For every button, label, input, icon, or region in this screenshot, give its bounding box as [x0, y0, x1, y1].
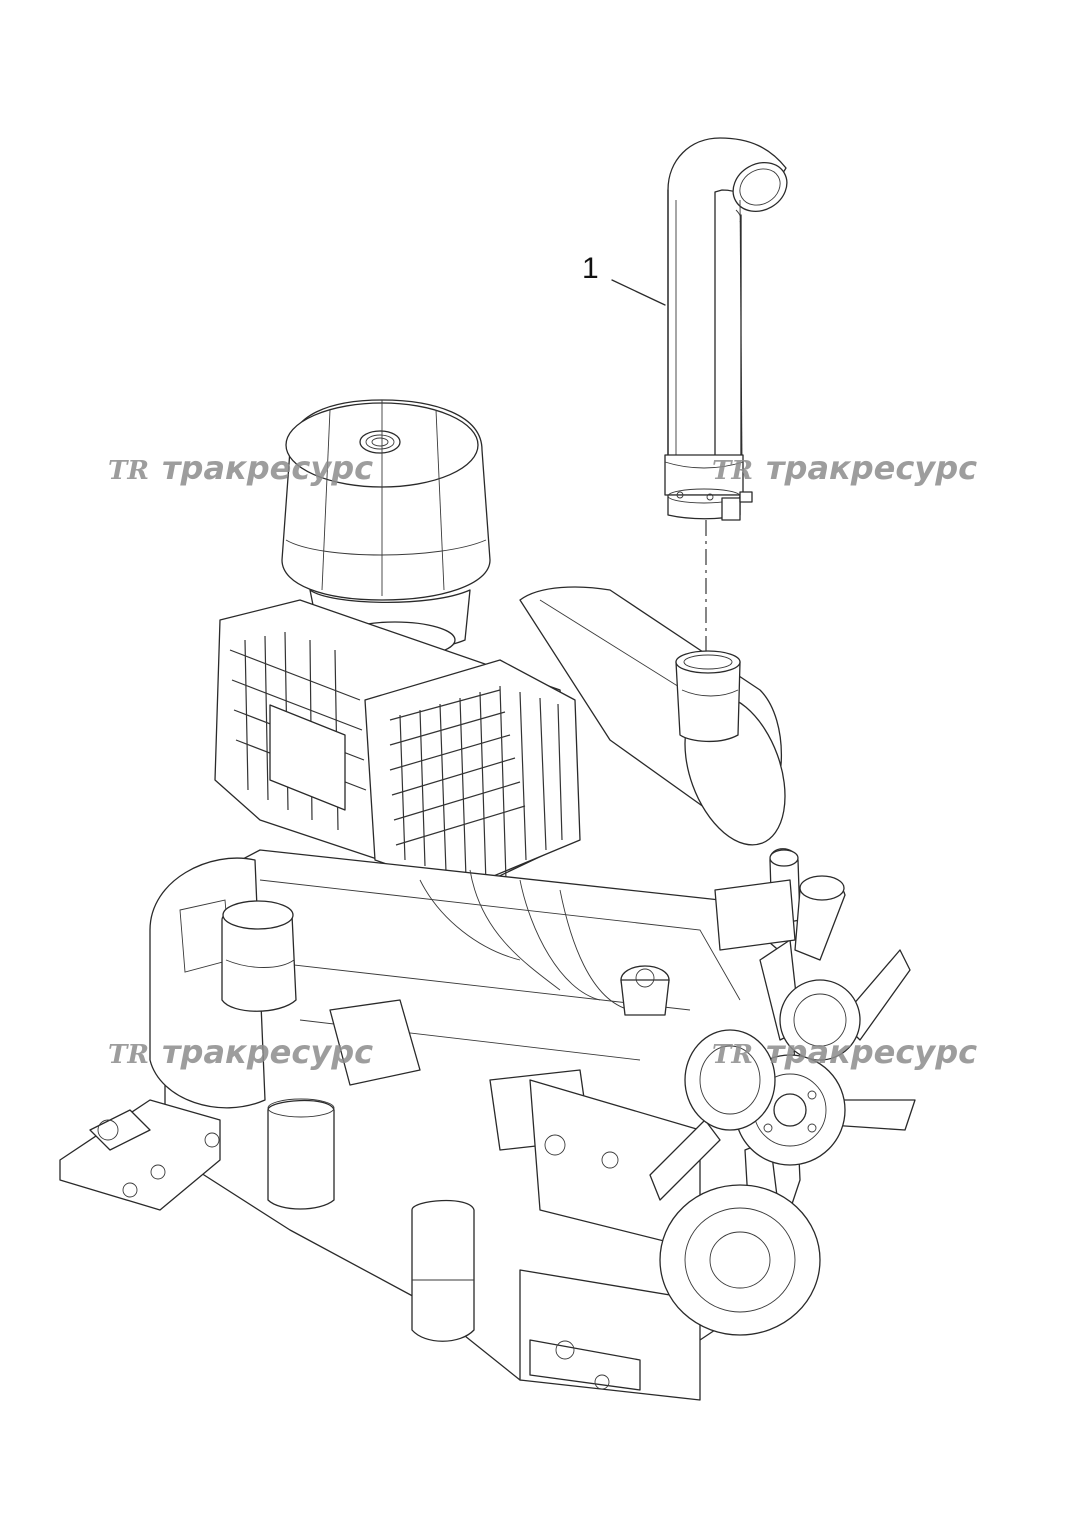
cooling-fan	[649, 939, 916, 1336]
exhaust-pipe[interactable]	[664, 137, 796, 655]
engine-mount-left	[59, 1099, 221, 1211]
watermark-text: тракресурс	[162, 1033, 373, 1071]
watermark-bottom-left: TR тракресурс	[108, 1033, 373, 1071]
watermark-logo: TR	[712, 1040, 753, 1070]
coolant-outlets	[714, 848, 846, 961]
watermark-top-right: TR тракресурс	[712, 449, 977, 487]
engine-assembly	[59, 399, 916, 1401]
muffler	[519, 586, 786, 846]
watermark-text: тракресурс	[162, 449, 373, 487]
watermark-top-left: TR тракресурс	[108, 449, 373, 487]
oil-filler	[620, 965, 670, 1016]
watermark-text: тракресурс	[766, 1033, 977, 1071]
watermark-logo: TR	[712, 456, 753, 486]
watermark-logo: TR	[108, 1040, 149, 1070]
intake-manifold	[214, 599, 581, 891]
leader-line	[611, 279, 666, 306]
callout-1[interactable]: 1	[582, 252, 666, 306]
watermark-text: тракресурс	[766, 449, 977, 487]
callout-1-number: 1	[582, 252, 599, 285]
watermark-bottom-right: TR тракресурс	[712, 1033, 977, 1071]
watermark-logo: TR	[108, 456, 149, 486]
air-cleaner	[281, 399, 491, 659]
